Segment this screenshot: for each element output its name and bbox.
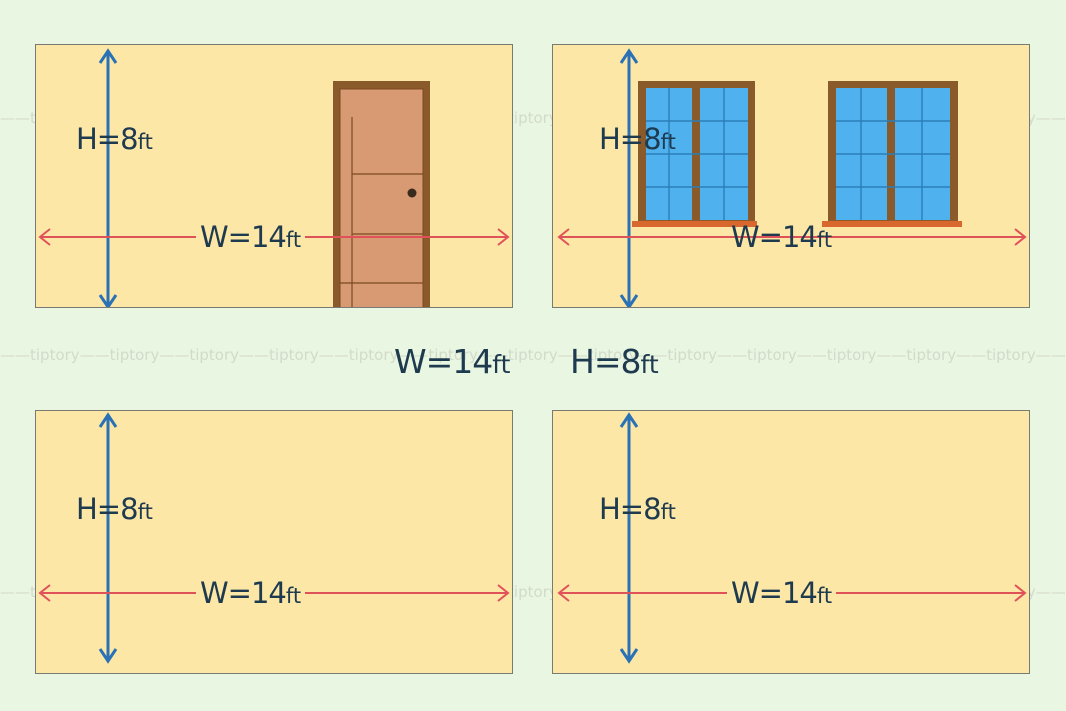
window-icon-left: [632, 81, 757, 227]
window-icon-right: [822, 81, 962, 227]
center-height-label: H=8ft: [570, 342, 659, 381]
width-label: W=14ft: [196, 577, 306, 612]
door-wall-drawing: [38, 48, 510, 307]
width-label: W=14ft: [727, 577, 837, 612]
height-label: H=8ft: [76, 122, 153, 156]
height-arrow: [619, 48, 639, 307]
watermark-row-middle: ——tiptory——tiptory——tiptory——tiptory——ti…: [0, 347, 1066, 363]
height-label: H=8ft: [599, 122, 676, 156]
height-arrow: [619, 412, 639, 664]
plain-wall-right-drawing: [557, 412, 1027, 664]
plain-wall-right: H=8ft W=14ft: [552, 410, 1030, 674]
width-arrow: [557, 228, 1027, 246]
height-label: H=8ft: [599, 492, 676, 526]
height-arrow: [98, 48, 118, 307]
center-width-label: W=14ft: [394, 342, 511, 381]
width-label: W=14ft: [196, 221, 306, 256]
height-label: H=8ft: [76, 492, 153, 526]
plain-wall-left-drawing: [38, 412, 510, 664]
wall-with-door: H=8ft W=14ft: [35, 44, 513, 308]
door-icon: [333, 81, 430, 307]
door-knob-icon: [407, 188, 417, 198]
height-arrow: [98, 412, 118, 664]
window-sill: [822, 221, 962, 227]
plain-wall-left: H=8ft W=14ft: [35, 410, 513, 674]
window-sill: [632, 221, 757, 227]
wall-with-windows: H=8ft W=14ft: [552, 44, 1030, 308]
window-wall-drawing: [557, 48, 1027, 307]
width-label: W=14ft: [731, 220, 833, 254]
